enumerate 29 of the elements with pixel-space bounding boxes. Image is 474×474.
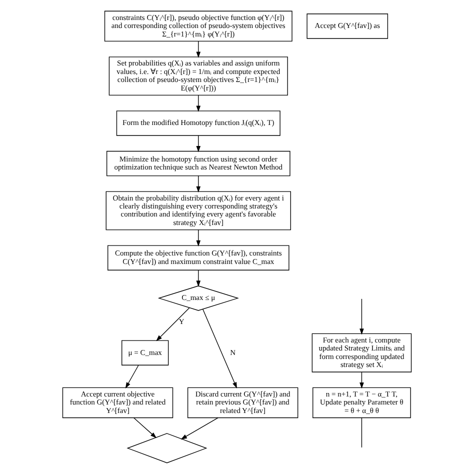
arrow <box>202 308 237 388</box>
arrow <box>196 176 201 193</box>
node-box: Discard current G(Y^[fav]) and retain previous G(Y^[fav]) and related Y^[fav] <box>187 387 298 418</box>
arrow <box>196 95 201 112</box>
arrow <box>125 364 139 389</box>
edge-label: N <box>230 348 236 357</box>
node-box: Accept G(Y^[fav]) as <box>306 14 388 39</box>
arrow <box>180 418 218 440</box>
node-box: Accept current objective function G(Y^[fav]) and related Y^[fav] <box>62 387 174 418</box>
edge-label: Y <box>178 316 184 326</box>
arrow <box>196 41 201 58</box>
node-box: Form the modified Homotopy function Jᵢ(q(Xᵢ), T) <box>116 110 280 136</box>
node-diamond: C_max ≤ μ <box>158 286 239 311</box>
node-box: For each agent i, compute updated Strategy Limitsᵢ and form corresponding updated strategy set Xᵢ <box>312 333 412 372</box>
arrow <box>196 230 201 247</box>
node-box: Set probabilities q(Xᵢ) as variables and assign uniform values, i.e. ∀r : q(Xᵢ^[r]) = 1/mᵢ and compute expected collection of pseudo-system objectives Σ_{r=1}^{mᵢ} E(φ(Y^[r])) <box>108 56 288 96</box>
node-box: n = n+1, T = T − α_T T, Update penalty Parameter θ = θ + α_θ θ <box>312 387 411 418</box>
arrow <box>360 298 364 335</box>
connector <box>361 418 362 448</box>
node-box: μ = C_max <box>122 340 169 366</box>
arrow <box>156 308 190 342</box>
node-box: Obtain the probability distribution q(Xᵢ) for every agent i clearly distinguishing every corresponding strategy's contribution and identifying every agent's favorable strategy Xᵢ^[fav] <box>106 191 291 230</box>
node-box: Minimize the homotopy function using second order optimization technique such as Nearest Newton Method <box>106 150 290 176</box>
arrow <box>196 270 201 287</box>
node-box: Compute the objective function G(Y^[fav]), constraints C(Y^[fav]) and maximum constraint value C_max <box>108 245 290 270</box>
node-box: constraints C(Yᵢ^[r]), pseudo objective function φ(Yᵢ^[r]) and corresponding collection of pseudo-system objectives Σ_{r=1}^{mᵢ} φ(Yᵢ^[r]) <box>104 10 292 42</box>
arrow <box>360 372 364 389</box>
arrow <box>134 418 157 438</box>
arrow <box>196 135 201 152</box>
